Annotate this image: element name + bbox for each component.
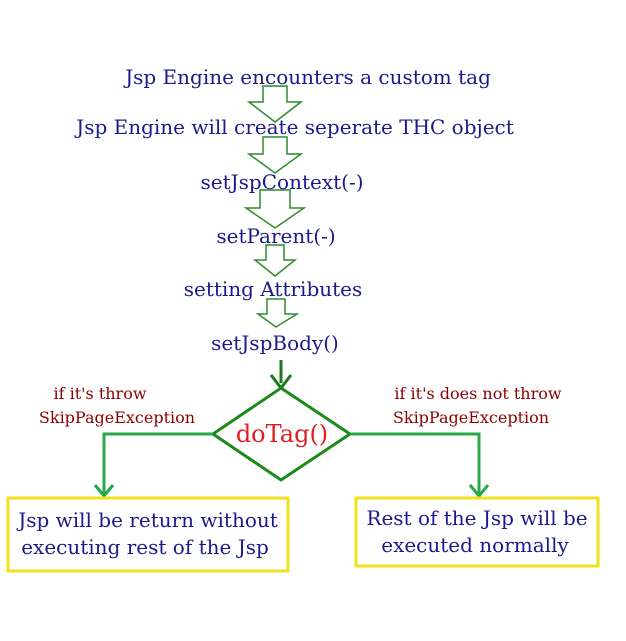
left-result-box: [6, 496, 290, 573]
flow-arrow-2: [246, 136, 304, 174]
right-branch-connector: [350, 432, 490, 499]
right-result-line1: Rest of the Jsp will be: [366, 506, 587, 530]
left-branch-connector: [93, 432, 213, 499]
right-condition-line1: if it's does not throw: [394, 384, 561, 403]
decision-label: doTag(): [236, 420, 328, 448]
flow-arrow-5: [255, 298, 300, 328]
step-set-parent: setParent(-): [216, 224, 335, 248]
right-condition-line2: SkipPageException: [393, 408, 549, 427]
step-encounter-tag: Jsp Engine encounters a custom tag: [123, 65, 491, 89]
step-set-jsp-context: setJspContext(-): [201, 170, 364, 194]
step-create-thc-object: Jsp Engine will create seperate THC obje…: [74, 115, 514, 139]
flow-arrows: [243, 85, 307, 328]
right-result-line2: executed normally: [381, 533, 569, 557]
left-condition-line1: if it's throw: [53, 384, 146, 403]
step-setting-attributes: setting Attributes: [184, 277, 363, 301]
left-result-line2: executing rest of the Jsp: [21, 535, 269, 559]
left-condition-line2: SkipPageException: [39, 408, 195, 427]
flow-arrow-3: [243, 189, 307, 229]
flow-arrow-1: [246, 85, 304, 123]
left-result-line1: Jsp will be return without: [16, 508, 278, 532]
decision-entry-arrow: [269, 360, 293, 391]
right-result-box: [354, 496, 600, 568]
flow-arrow-4: [252, 244, 298, 277]
step-set-jsp-body: setJspBody(): [211, 331, 339, 355]
decision-diamond: [210, 386, 353, 482]
